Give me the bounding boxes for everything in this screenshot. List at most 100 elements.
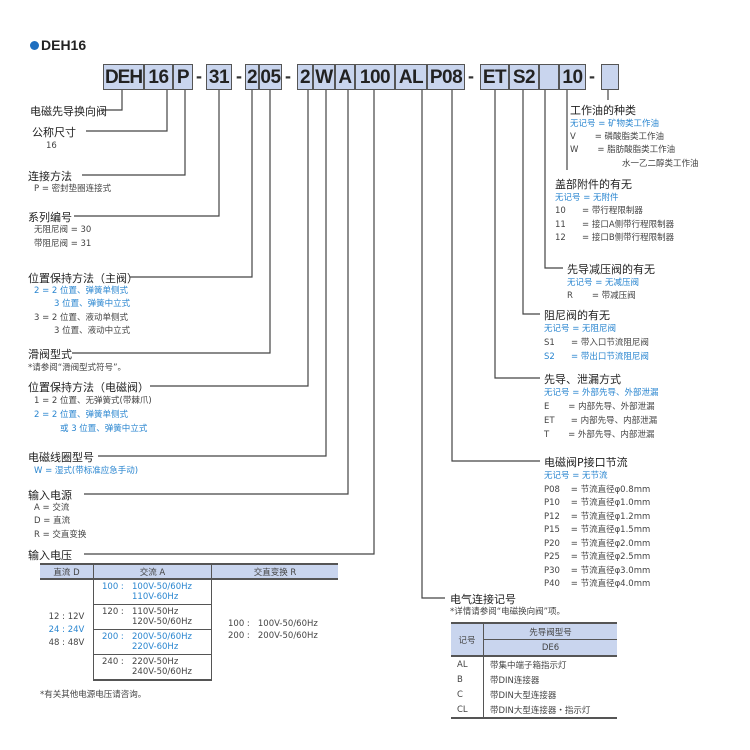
sol-pos-item: 1 = 2 位置、无弹簧式(带棘爪)	[34, 396, 152, 406]
code-size: 16	[144, 64, 173, 90]
ac-code: 120 :	[102, 607, 124, 617]
ac-value: 120V-50/60Hz	[132, 617, 192, 627]
pport-item: P08 = 节流直径φ0.8mm	[544, 484, 651, 495]
power-item: D = 直流	[34, 516, 71, 526]
label-sol-pos: 位置保持方法（电磁阀）	[28, 381, 149, 394]
cover-item: 11 = 接口A侧带行程限制器	[555, 220, 675, 230]
label-series: 系列编号	[28, 211, 72, 224]
title-text: DEH16	[41, 37, 87, 53]
code-damper: S2	[509, 64, 539, 90]
size-value: 16	[46, 141, 57, 151]
pport-item: P30 = 节流直径φ3.0mm	[544, 565, 651, 576]
spool-note: *请参阅“滑阀型式符号”。	[28, 363, 127, 373]
ac-code: 240 :	[102, 657, 124, 667]
ac-value: 220V-50Hz	[132, 657, 179, 667]
damper-item: S2 = 带出口节流阻尼阀	[544, 352, 649, 362]
pilot-item: E = 内部先导、外部泄漏	[544, 402, 655, 412]
voltage-note: *有关其他电源电压请咨询。	[40, 690, 147, 700]
code-dash: -	[589, 66, 595, 86]
sol-pos-item: 2 = 2 位置、弹簧单侧式	[34, 410, 129, 420]
pilot-item: T = 外部先导、内部泄漏	[544, 430, 655, 440]
header-ac: 交流 A	[93, 563, 212, 580]
pport-item: P12 = 节流直径φ1.2mm	[544, 511, 651, 522]
label-coil: 电磁线圈型号	[28, 451, 94, 464]
pilot-item: ET = 内部先导、内部泄漏	[544, 416, 658, 426]
bullet-icon	[30, 41, 39, 50]
label-oil: 工作油的种类	[570, 104, 636, 117]
code-series: 31	[206, 64, 232, 90]
oil-item: V = 磷酸脂类工作油	[570, 132, 665, 142]
cover-item: 10 = 带行程限制器	[555, 206, 643, 216]
ac-code: 200 :	[102, 632, 124, 642]
cover-item: 无记号 = 无附件	[555, 193, 619, 203]
header-r: 交直变换 R	[211, 563, 338, 580]
main-pos-item: 3 = 2 位置、液动单侧式	[34, 313, 129, 323]
code-deh: DEH	[103, 64, 144, 90]
code-dash: -	[236, 66, 242, 86]
oil-item: 无记号 = 矿物类工作油	[570, 119, 660, 129]
label-main-pos: 位置保持方法（主阀）	[28, 272, 138, 285]
main-pos-item: 3 位置、液动中立式	[54, 326, 131, 336]
elec-note: *详情请参阅“电磁换向阀”项。	[450, 607, 566, 617]
elec-desc: 带集中端子箱指示灯	[483, 656, 617, 672]
label-damper: 阻尼阀的有无	[544, 309, 610, 322]
pport-item: P40 = 节流直径φ4.0mm	[544, 579, 651, 589]
pport-item: P15 = 节流直径φ1.5mm	[544, 525, 651, 535]
ac-code: 100 :	[102, 582, 124, 592]
elec-symbol: AL	[457, 659, 468, 670]
dc-item: 24 : 24V	[48, 624, 85, 635]
label-elec: 电气连接记号	[450, 593, 516, 606]
header-dc: 直流 D	[40, 563, 94, 580]
pport-item: P25 = 节流直径φ2.5mm	[544, 552, 651, 562]
cover-item: 12 = 接口B侧带行程限制器	[555, 233, 675, 243]
r-item: 100 : 100V-50/60Hz	[228, 619, 318, 629]
dc-item: 48 : 48V	[48, 637, 85, 648]
code-oil	[601, 64, 619, 90]
label-conn: 连接方法	[28, 170, 72, 183]
code-conn: P	[173, 64, 193, 90]
code-reducing	[539, 64, 559, 90]
code-pilot: ET	[480, 64, 509, 90]
damper-item: 无记号 = 无阻尼阀	[544, 324, 617, 334]
r-item: 200 : 200V-50/60Hz	[228, 631, 318, 641]
elec-desc: 带DIN连接器	[483, 672, 617, 687]
header-pilot-model: 先导阀型号	[483, 622, 617, 640]
pport-item: P10 = 节流直径φ1.0mm	[544, 498, 651, 508]
pport-item: 无记号 = 无节流	[544, 471, 608, 481]
power-item: A = 交流	[34, 503, 70, 513]
label-valve: 电磁先导换向阀	[30, 105, 107, 118]
reducing-item: R = 带减压阀	[567, 291, 636, 301]
code-cover: 10	[559, 64, 586, 90]
ac-value: 100V-50/60Hz	[132, 582, 192, 592]
ac-value: 220V-60Hz	[132, 642, 179, 652]
code-elec: AL	[395, 64, 427, 90]
ac-value: 110V-50Hz	[132, 607, 179, 617]
elec-desc: 带DIN大型连接器・指示灯	[483, 702, 617, 719]
dc-item: 12 : 12V	[48, 611, 85, 622]
ac-value: 240V-50/60Hz	[132, 667, 192, 677]
damper-item: S1 = 带入口节流阻尼阀	[544, 338, 649, 348]
oil-item: 水一乙二醇类工作油	[622, 159, 699, 169]
pilot-item: 无记号 = 外部先导、外部泄漏	[544, 388, 659, 398]
label-cover: 盖部附件的有无	[555, 178, 632, 191]
coil-item: W = 湿式(带标准应急手动)	[34, 466, 139, 476]
code-coil: W	[313, 64, 335, 90]
label-power: 输入电源	[28, 489, 72, 502]
code-dash: -	[285, 66, 291, 86]
conn-item: P = 密封垫圈连接式	[34, 184, 112, 194]
label-reducing: 先导减压阀的有无	[567, 263, 655, 276]
code-spool: 05	[259, 64, 282, 90]
main-pos-item: 3 位置、弹簧中立式	[54, 299, 131, 309]
elec-symbol: CL	[451, 702, 484, 719]
ac-value: 110V-60Hz	[132, 592, 179, 602]
code-sol-pos: 2	[297, 64, 313, 90]
